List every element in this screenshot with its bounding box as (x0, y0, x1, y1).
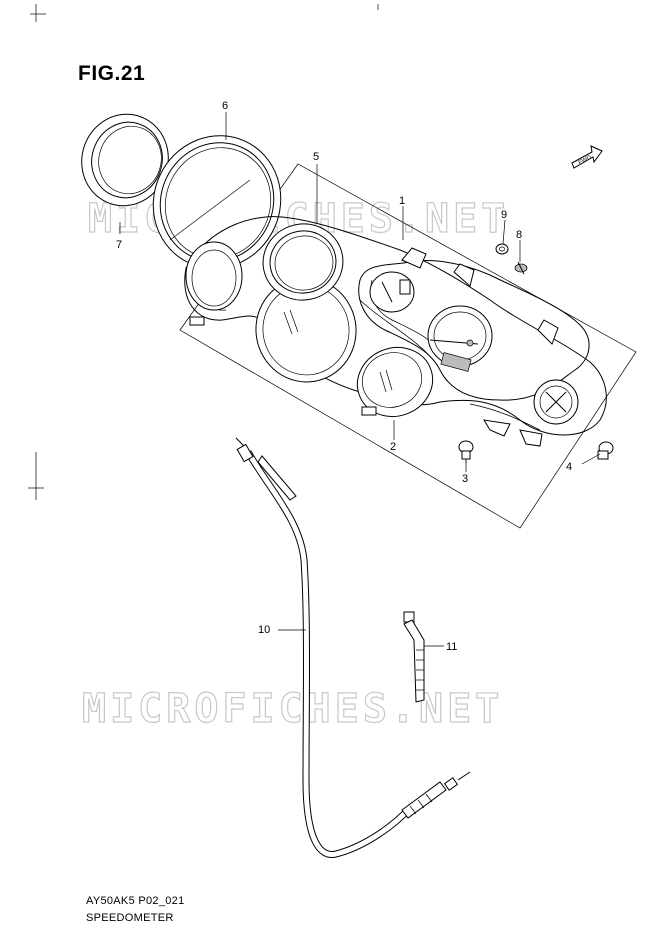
callout-5: 5 (313, 151, 319, 163)
part-5-cover-ring (262, 223, 344, 301)
watermark-bottom: MICROFICHES.NET (82, 686, 503, 732)
callout-1: 1 (399, 195, 405, 207)
callout-11: 11 (446, 641, 457, 653)
part-8-screw (514, 261, 528, 275)
figure-code: AY50AK5 P02_021 (86, 895, 185, 907)
part-10-speedometer-cable (235, 437, 471, 858)
leader-lines (119, 112, 601, 647)
figure-title: FIG.21 (78, 62, 146, 85)
part-6-cover-ring (152, 135, 282, 269)
callout-7: 7 (116, 239, 122, 251)
fwd-arrow-icon: FWD (571, 145, 603, 169)
callout-9: 9 (501, 209, 507, 221)
part-7-cover-ring (81, 113, 169, 207)
registration-marks (28, 4, 379, 500)
callout-4: 4 (566, 461, 572, 473)
meter-mechanism (358, 247, 590, 447)
callout-6: 6 (222, 100, 228, 112)
part-9-washer (495, 243, 509, 255)
callout-3: 3 (462, 473, 468, 485)
part-4-bulb-socket (597, 441, 614, 460)
callout-8: 8 (516, 229, 522, 241)
part-3-bulb-socket (458, 440, 474, 463)
figure-name: SPEEDOMETER (86, 912, 174, 924)
part-1-meter-assembly (184, 216, 607, 436)
part-11-cable-band (403, 611, 425, 703)
callout-2: 2 (390, 441, 396, 453)
callout-10: 10 (258, 624, 270, 636)
callout-labels: 6 5 1 7 9 8 2 3 4 10 11 (116, 100, 572, 653)
